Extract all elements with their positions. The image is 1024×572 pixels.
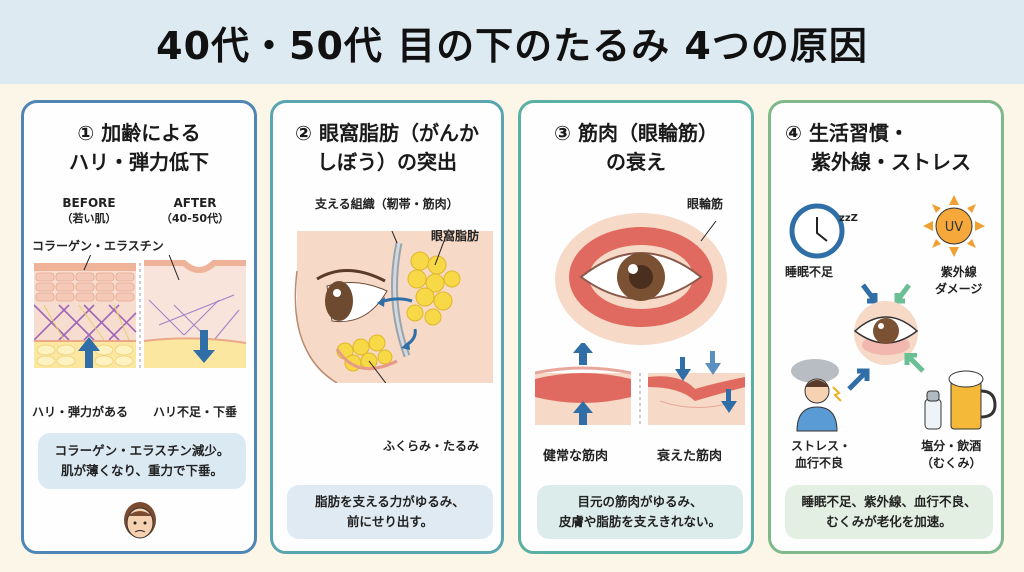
- clock-icon: zzZ: [789, 203, 858, 259]
- eye-muscle-diagram: [555, 213, 727, 345]
- support-tissue-label: 支える組織（靭帯・筋肉）: [315, 197, 459, 211]
- note-box: 目元の筋肉がゆるみ、皮膚や脂肪を支えきれない。: [537, 485, 743, 539]
- card-lifestyle: ④ 生活習慣・ 紫外線・ストレス zzZ 睡眠不足 UV 紫外線ダメージ ストレ…: [768, 100, 1004, 554]
- sleep-label: 睡眠不足: [785, 265, 834, 279]
- bulge-label: ふくらみ・たるみ: [383, 439, 480, 453]
- uv-label: 紫外線ダメージ: [935, 265, 983, 296]
- card-title: ② 眼窩脂肪（がんか しぼう）の突出: [295, 121, 479, 174]
- card-orbital-fat: ② 眼窩脂肪（がんか しぼう）の突出 支える組織（靭帯・筋肉） 眼窩脂肪 ふくら…: [270, 100, 504, 554]
- svg-text:zzZ: zzZ: [839, 213, 858, 224]
- healthy-muscle-caption: 健常な筋肉: [543, 449, 609, 464]
- salt-alcohol-label: 塩分・飲酒（むくみ）: [921, 439, 982, 470]
- weak-muscle-caption: 衰えた筋肉: [657, 449, 723, 464]
- note-box: 睡眠不足、紫外線、血行不良、むくみが老化を加速。: [785, 485, 993, 539]
- card-title: ① 加齢による ハリ・弾力低下: [24, 119, 254, 177]
- salt-beer-icon: [904, 353, 997, 430]
- card-title: ③ 筋肉（眼輪筋） の衰え: [554, 121, 718, 174]
- stress-person-icon: [791, 359, 870, 432]
- right-caption: ハリ不足・下垂: [153, 405, 238, 419]
- center-eye-icon: [853, 283, 919, 365]
- skin-diagram: [34, 255, 246, 368]
- orbital-fat-label: 眼窩脂肪: [431, 229, 480, 243]
- card-title-line1: ① 加齢による: [77, 121, 201, 145]
- header-banner: 40代・50代 目の下のたるみ 4つの原因: [0, 0, 1024, 84]
- sun-uv-icon: UV: [923, 195, 985, 257]
- before-label: BEFORE（若い肌）: [61, 196, 117, 225]
- after-label: AFTER（40-50代）: [160, 196, 230, 225]
- left-caption: ハリ・弾力がある: [32, 405, 129, 419]
- card-muscle: ③ 筋肉（眼輪筋） の衰え 眼輪筋 健常な筋肉 衰えた筋肉 目元の筋肉がゆるみ、…: [518, 100, 754, 554]
- orbicularis-label: 眼輪筋: [687, 197, 724, 211]
- worried-face-icon: [124, 502, 156, 539]
- note-box: コラーゲン・エラスチン減少。肌が薄くなり、重力で下垂。: [38, 433, 246, 489]
- collagen-label: コラーゲン・エラスチン: [32, 239, 164, 253]
- page-title: 40代・50代 目の下のたるみ 4つの原因: [156, 23, 868, 68]
- svg-text:UV: UV: [945, 220, 964, 235]
- card-title-line2: ハリ・弾力低下: [69, 150, 209, 174]
- card-title: ④ 生活習慣・ 紫外線・ストレス: [785, 121, 971, 174]
- stress-label: ストレス・血行不良: [791, 439, 852, 470]
- muscle-comparison-diagram: [535, 343, 745, 425]
- note-box: 脂肪を支える力がゆるみ、前にせり出す。: [287, 485, 493, 539]
- card-aging: ① 加齢による ハリ・弾力低下 BEFORE（若い肌） AFTER（40-50代…: [21, 100, 257, 554]
- eye-profile-diagram: [294, 231, 493, 383]
